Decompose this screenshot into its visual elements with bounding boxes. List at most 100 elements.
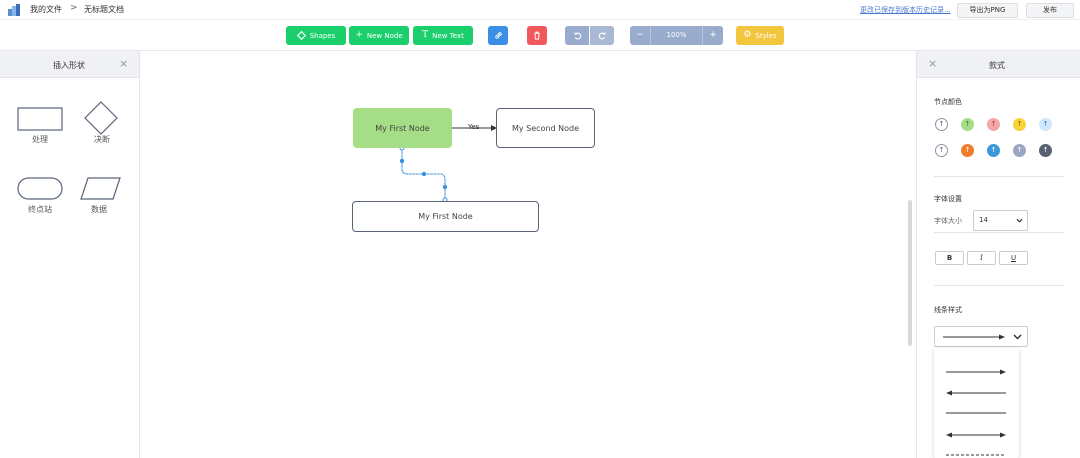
control-handle[interactable]: [399, 158, 405, 164]
styles-button-label: Styles: [755, 31, 777, 40]
node-color-title: 节点颜色: [934, 98, 962, 106]
bold-button[interactable]: B: [935, 251, 964, 265]
node-second[interactable]: My Second Node: [496, 108, 595, 148]
pin-icon: ↑: [990, 146, 997, 154]
divider: [934, 176, 1064, 177]
panel-title: 款式: [989, 61, 1005, 70]
shape-terminal[interactable]: [17, 177, 63, 200]
line-option-double-arrow[interactable]: [946, 432, 1006, 438]
font-size-label: 字体大小: [934, 217, 962, 225]
color-swatch-light-blue[interactable]: ↑: [1039, 118, 1052, 131]
link-button[interactable]: [488, 26, 508, 45]
line-style-select[interactable]: [934, 326, 1028, 347]
new-text-button[interactable]: T New Text: [413, 26, 473, 45]
font-size-value: 14: [979, 216, 988, 224]
minus-icon: −: [636, 30, 644, 40]
top-bar: 我的文件 > 无标题文档 更改已保存到版本历史记录... 导出为PNG 发布: [0, 0, 1080, 20]
export-png-button[interactable]: 导出为PNG: [957, 3, 1018, 18]
new-node-button-label: New Node: [366, 31, 403, 40]
pin-icon: ↑: [938, 120, 945, 128]
control-handle[interactable]: [442, 184, 448, 190]
shape-decision[interactable]: [84, 101, 118, 135]
shape-data[interactable]: [80, 177, 121, 200]
control-handle[interactable]: [421, 171, 427, 177]
divider: [934, 285, 1064, 286]
chevron-down-icon: [1016, 218, 1023, 223]
line-option-arrow-right[interactable]: [946, 369, 1006, 375]
undo-button[interactable]: [565, 26, 589, 45]
node-third[interactable]: My First Node: [352, 201, 539, 232]
document-title[interactable]: 无标题文档: [84, 5, 124, 14]
pin-icon: ↑: [1016, 120, 1023, 128]
color-swatch-yellow[interactable]: ↑: [1013, 118, 1026, 131]
zoom-out-button[interactable]: −: [630, 26, 650, 45]
close-icon[interactable]: ×: [119, 57, 129, 70]
shape-label-data: 数据: [91, 205, 107, 214]
node-first[interactable]: My First Node: [353, 108, 452, 148]
pin-icon: ↑: [1042, 120, 1049, 128]
underline-button[interactable]: U: [999, 251, 1028, 265]
close-icon[interactable]: ×: [928, 57, 938, 70]
plus-icon: +: [709, 30, 717, 40]
new-node-button[interactable]: + New Node: [349, 26, 409, 45]
font-size-select[interactable]: 14: [973, 210, 1028, 231]
color-swatch-dark[interactable]: ↑: [1039, 144, 1052, 157]
chevron-down-icon: [1013, 334, 1022, 340]
gear-icon: ⚙: [743, 30, 752, 40]
version-history-link[interactable]: 更改已保存到版本历史记录...: [860, 6, 951, 14]
shape-label-terminal: 终点站: [28, 205, 52, 214]
shape-label-process: 处理: [32, 135, 48, 144]
undo-icon: [573, 32, 581, 40]
redo-button[interactable]: [590, 26, 614, 45]
shape-process[interactable]: [17, 107, 63, 131]
italic-button[interactable]: I: [967, 251, 996, 265]
pin-icon: ↑: [990, 120, 997, 128]
shapes-button-label: Shapes: [309, 31, 336, 40]
plus-icon: +: [355, 30, 363, 40]
zoom-in-button[interactable]: +: [703, 26, 723, 45]
arrow-right-line-icon: [943, 334, 1005, 340]
style-panel: × 款式 节点颜色 ↑ ↑ ↑ ↑ ↑ ↑ ↑ ↑ ↑ ↑ 字体设置 字体大小 …: [916, 51, 1080, 458]
node-label: My First Node: [418, 212, 473, 221]
line-option-arrow-left[interactable]: [946, 390, 1006, 396]
font-settings-title: 字体设置: [934, 195, 962, 203]
color-swatch-white-alt[interactable]: ↑: [935, 144, 948, 157]
edge-label-yes[interactable]: Yes: [468, 123, 480, 131]
arrowhead-icon: [491, 125, 497, 131]
color-swatch-slate[interactable]: ↑: [1013, 144, 1026, 157]
breadcrumb-separator: >: [70, 3, 78, 13]
color-swatch-blue[interactable]: ↑: [987, 144, 1000, 157]
delete-button[interactable]: [527, 26, 547, 45]
line-style-title: 线条样式: [934, 306, 962, 314]
pin-icon: ↑: [964, 120, 971, 128]
color-swatch-white[interactable]: ↑: [935, 118, 948, 131]
app-logo-icon: [8, 4, 20, 16]
divider: [934, 232, 1064, 233]
panel-title: 插入形状: [53, 61, 85, 70]
diagram-canvas[interactable]: My First Node Yes My Second Node My Firs…: [140, 51, 916, 458]
style-panel-header: × 款式: [917, 51, 1080, 78]
trash-icon: [534, 31, 540, 40]
insert-shapes-panel: 插入形状 × 处理 决断 终点站 数据: [0, 51, 140, 458]
redo-icon: [598, 32, 606, 40]
shape-label-decision: 决断: [94, 135, 110, 144]
color-swatch-green[interactable]: ↑: [961, 118, 974, 131]
toolbar: Shapes + New Node T New Text − 100% + ⚙ …: [0, 20, 1080, 51]
breadcrumb-my-files[interactable]: 我的文件: [30, 5, 62, 14]
new-text-button-label: New Text: [432, 31, 464, 40]
color-swatch-red[interactable]: ↑: [987, 118, 1000, 131]
pin-icon: ↑: [938, 146, 945, 154]
shapes-button[interactable]: Shapes: [286, 26, 346, 45]
line-style-dropdown: [934, 348, 1019, 458]
insert-shapes-header: 插入形状 ×: [0, 51, 139, 78]
pin-icon: ↑: [1042, 146, 1049, 154]
zoom-level: 100%: [650, 26, 703, 45]
publish-button[interactable]: 发布: [1026, 3, 1074, 18]
shape-palette: [17, 101, 121, 200]
styles-button[interactable]: ⚙ Styles: [736, 26, 784, 45]
text-icon: T: [422, 30, 429, 40]
node-label: My First Node: [375, 123, 430, 133]
canvas-scrollbar[interactable]: [908, 200, 912, 346]
color-swatch-orange[interactable]: ↑: [961, 144, 974, 157]
connectors: [399, 125, 497, 203]
